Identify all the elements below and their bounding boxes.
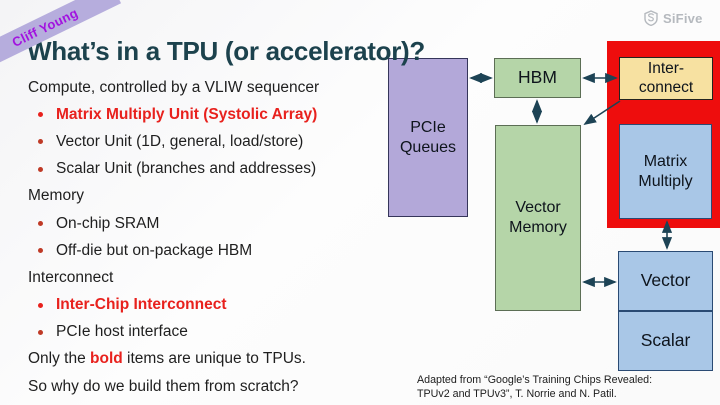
diagram-citation: Adapted from “Google’s Training Chips Re… — [417, 374, 653, 400]
diagram-box-pcie-queues: PCIe Queues — [388, 58, 468, 217]
content-text: So why do we build them from scratch? — [28, 377, 299, 395]
content-line: On-chip SRAM — [28, 210, 373, 237]
box-label: Inter- connect — [638, 59, 694, 96]
box-label: Vector — [640, 270, 691, 291]
bullet-dot — [38, 329, 43, 335]
sifive-logo-text: SiFive — [663, 10, 703, 26]
content-line: PCIe host interface — [28, 319, 373, 346]
content-line: Scalar Unit (branches and addresses) — [28, 156, 373, 183]
content-text-segment: bold — [90, 350, 123, 368]
diagram-box-interconnect: Inter- connect — [619, 57, 713, 100]
content-text: Scalar Unit (branches and addresses) — [56, 160, 317, 178]
content-text: Only the bold items are unique to TPUs. — [28, 350, 306, 368]
content-text: PCIe host interface — [56, 323, 188, 341]
content-line: Only the bold items are unique to TPUs. — [28, 346, 373, 373]
sifive-logo: SiFive — [643, 10, 703, 26]
content-line: Memory — [28, 183, 373, 210]
content-text: Matrix Multiply Unit (Systolic Array) — [56, 105, 318, 123]
content-text: On-chip SRAM — [56, 214, 160, 232]
box-label: HBM — [518, 67, 557, 88]
bullet-dot — [38, 248, 43, 254]
content-text: Vector Unit (1D, general, load/store) — [56, 132, 304, 150]
content-text-segment: items are unique to TPUs. — [122, 350, 306, 368]
diagram-box-matrix-multiply: Matrix Multiply — [619, 124, 712, 219]
content-line: Inter-Chip Interconnect — [28, 292, 373, 319]
bullet-list: Compute, controlled by a VLIW sequencer … — [28, 74, 373, 400]
content-text: Inter-Chip Interconnect — [56, 296, 227, 314]
bullet-dot — [38, 302, 43, 308]
content-line: So why do we build them from scratch? — [28, 373, 373, 400]
content-text: Memory — [28, 187, 84, 205]
page-title: What’s in a TPU (or accelerator)? — [27, 36, 426, 67]
box-label: Matrix Multiply — [638, 152, 693, 190]
diagram-box-vector: Vector — [618, 251, 713, 311]
content-line: Compute, controlled by a VLIW sequencer — [28, 74, 373, 101]
box-label: PCIe Queues — [399, 118, 457, 156]
diagram-box-vector-memory: Vector Memory — [495, 125, 581, 311]
diagram-box-scalar: Scalar — [618, 311, 713, 371]
content-text-segment: Only the — [28, 350, 91, 368]
content-line: Vector Unit (1D, general, load/store) — [28, 128, 373, 155]
content-text: Off-die but on-package HBM — [56, 241, 253, 259]
diagram-box-hbm: HBM — [494, 58, 581, 98]
sifive-shield-icon — [643, 10, 659, 26]
content-line: Interconnect — [28, 264, 373, 291]
content-line: Matrix Multiply Unit (Systolic Array) — [28, 101, 373, 128]
bullet-dot — [38, 166, 43, 172]
bullet-dot — [38, 139, 43, 145]
content-line: Off-die but on-package HBM — [28, 237, 373, 264]
content-text: Compute, controlled by a VLIW sequencer — [28, 78, 320, 96]
box-label: Vector Memory — [509, 199, 567, 236]
bullet-dot — [38, 112, 43, 118]
box-label: Scalar — [640, 330, 691, 351]
content-text: Interconnect — [28, 268, 114, 286]
bullet-dot — [38, 221, 43, 227]
